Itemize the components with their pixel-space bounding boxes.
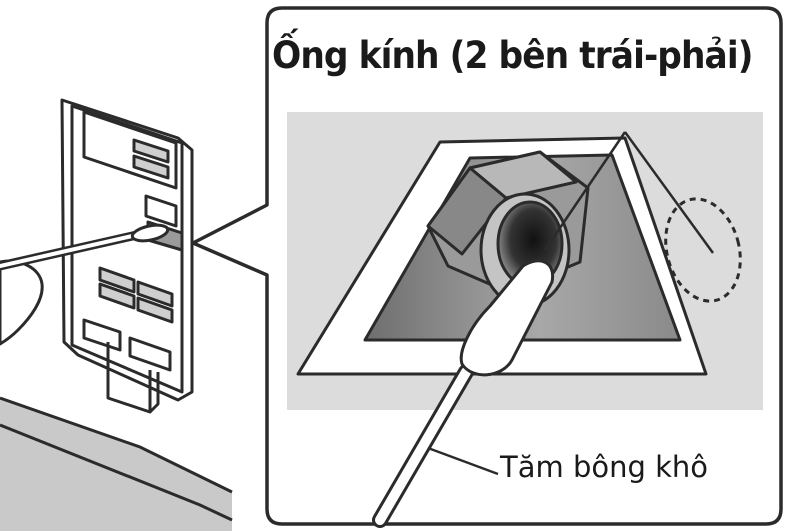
small-swab — [0, 223, 170, 271]
table-surface — [0, 396, 233, 531]
callout-title: Ống kính (2 bên trái-phải) — [272, 34, 753, 77]
device-panel — [60, 98, 194, 414]
swab-label-line — [427, 446, 499, 476]
hand — [0, 259, 44, 346]
swab-label: Tăm bông khô — [500, 450, 709, 484]
dry-cotton-swab — [372, 259, 555, 528]
lens-pointer-lines — [543, 131, 715, 254]
highlight-dashed-circle — [664, 197, 742, 303]
